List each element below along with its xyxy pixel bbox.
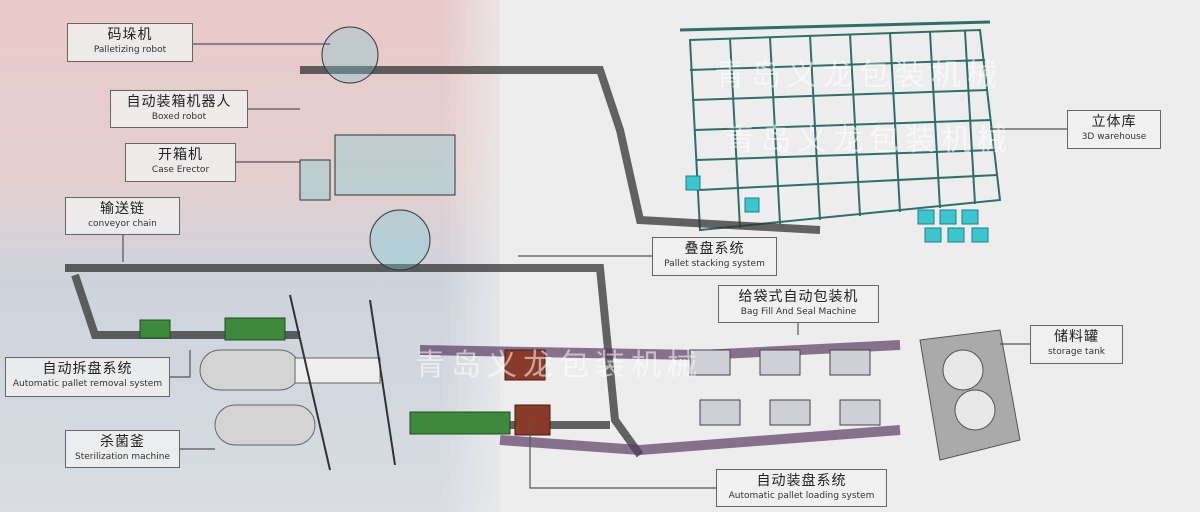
label-sterilization: 杀菌釜 Sterilization machine [65, 430, 180, 468]
label-en: 3D warehouse [1081, 132, 1147, 142]
label-en: Bag Fill And Seal Machine [740, 307, 857, 317]
label-3d-warehouse: 立体库 3D warehouse [1067, 110, 1161, 149]
label-en: Boxed robot [151, 112, 207, 122]
label-pallet-loading: 自动装盘系统 Automatic pallet loading system [716, 469, 887, 507]
label-case-erector: 开箱机 Case Erector [125, 143, 236, 182]
label-cn: 自动拆盘系统 [42, 361, 133, 377]
label-en: Case Erector [151, 165, 210, 175]
label-cn: 码垛机 [107, 27, 153, 43]
label-cn: 自动装箱机器人 [126, 94, 232, 110]
3d-warehouse-rack [679, 20, 1002, 232]
sterilizer-tanks [199, 349, 381, 446]
label-cn: 杀菌釜 [100, 434, 145, 450]
storage-tank-drawing [919, 329, 1021, 461]
label-en: storage tank [1047, 347, 1105, 357]
label-cn: 叠盘系统 [684, 241, 745, 257]
label-conveyor-chain: 输送链 conveyor chain [65, 197, 180, 235]
label-storage-tank: 储料罐 storage tank [1030, 325, 1123, 364]
pallet-boxes [685, 175, 989, 243]
robot-stations [299, 26, 456, 271]
bag-fill-machines [689, 349, 881, 426]
green-machines [139, 317, 511, 435]
leader-lines [122, 43, 1067, 489]
label-en: conveyor chain [88, 219, 157, 229]
label-cn: 开箱机 [158, 147, 203, 163]
label-boxed-robot: 自动装箱机器人 Boxed robot [110, 90, 248, 128]
label-en: Automatic pallet loading system [728, 491, 875, 501]
label-bag-fill: 给袋式自动包装机 Bag Fill And Seal Machine [718, 285, 879, 323]
label-cn: 自动装盘系统 [756, 473, 847, 489]
label-cn: 立体库 [1091, 114, 1137, 130]
label-en: Palletizing robot [93, 45, 167, 55]
label-pallet-stacking: 叠盘系统 Pallet stacking system [652, 237, 777, 276]
watermark: 青岛义龙包装机械 [715, 58, 1003, 93]
label-en: Automatic pallet removal system [12, 379, 163, 389]
label-palletizing-robot: 码垛机 Palletizing robot [67, 23, 193, 62]
poles [289, 294, 396, 471]
watermark: 青岛义龙包装机械 [415, 348, 703, 383]
label-en: Pallet stacking system [664, 259, 765, 269]
watermark: 青岛义龙包装机械 [725, 123, 1013, 158]
pallet-stackers [504, 349, 551, 436]
label-cn: 输送链 [100, 201, 145, 217]
label-en: Sterilization machine [75, 452, 170, 462]
label-cn: 储料罐 [1054, 329, 1099, 345]
label-cn: 给袋式自动包装机 [738, 289, 859, 305]
label-pallet-removal: 自动拆盘系统 Automatic pallet removal system [5, 357, 170, 397]
